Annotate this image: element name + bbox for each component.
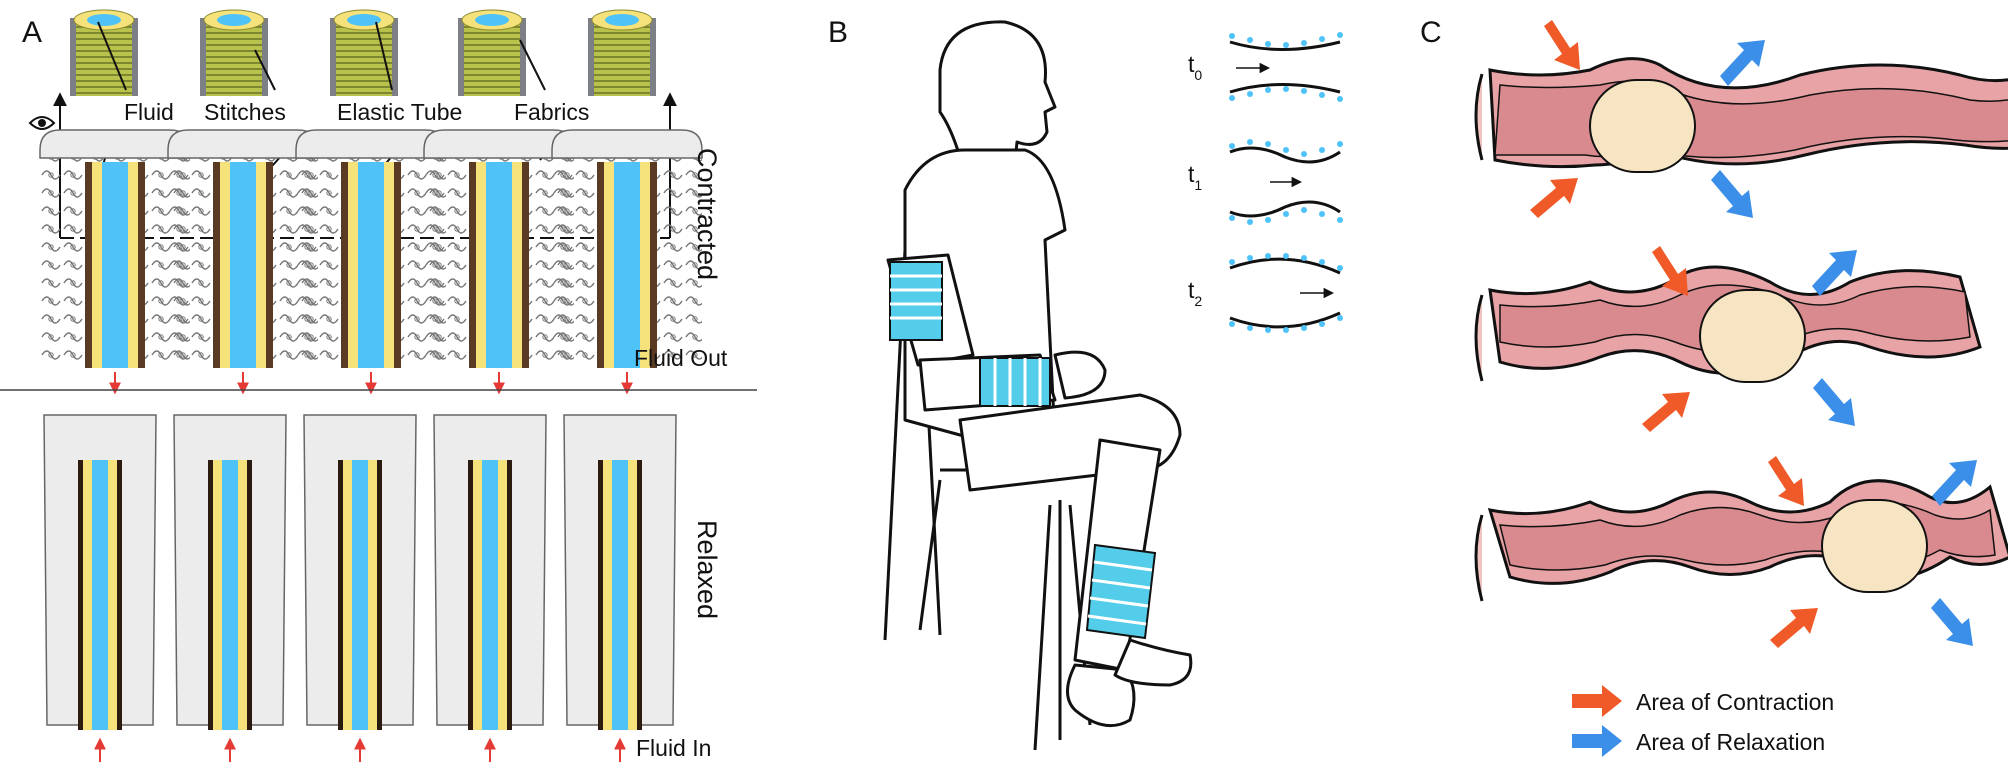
bandage-lower-leg [1085,543,1157,640]
vessel-2-arrows [1642,246,1857,432]
relaxation-arrow [1813,378,1855,426]
contracted-unit [295,129,447,395]
time-subscript: 2 [1194,293,1202,309]
contracted-unit [551,129,703,395]
contraction-arrow [1530,178,1578,218]
label-fluid: Fluid [124,99,174,125]
contracted-unit [167,129,319,395]
panel-b-letter: B [828,16,848,49]
svg-text:t2: t2 [1188,277,1202,309]
label-fluid-in: Fluid In [636,735,711,761]
relaxed-unit [563,414,677,762]
svg-text:t0: t0 [1188,51,1202,83]
label-contracted: Contracted [692,148,722,280]
contraction-arrow [1768,456,1804,506]
time-label: t [1188,161,1195,187]
panel-c: C [1420,16,2008,757]
tube-icon [70,9,138,96]
vessel-1 [1474,57,2008,173]
contraction-arrow [1652,246,1688,296]
vessel-3 [1474,479,2008,602]
legend-swatch [1572,685,1622,717]
label-elastic-tube: Elastic Tube [337,99,462,125]
time-label: t [1188,51,1195,77]
relaxation-arrow [1812,250,1857,296]
hand [1053,350,1107,400]
tube-icon [458,9,526,96]
relaxation-arrow [1932,460,1977,506]
label-fabrics: Fabrics [514,99,589,125]
panel-a-letter: A [22,16,42,49]
time-subscript: 0 [1194,67,1202,83]
relaxed-unit [433,414,547,762]
foot-back [1113,638,1193,687]
legend-item-relaxation: Area of Relaxation [1572,725,1825,757]
contracted-row [39,129,703,395]
time-subscript: 1 [1194,177,1202,193]
label-relaxed: Relaxed [692,520,722,619]
bandage-upper-arm [889,261,943,341]
relaxation-arrow [1931,598,1973,646]
contracted-unit [423,129,575,395]
legend-label: Area of Contraction [1636,689,1834,715]
contraction-arrow [1770,608,1818,648]
foot [1066,663,1136,728]
relaxed-unit [303,414,417,762]
contraction-arrow [1642,392,1690,432]
bolus [1699,289,1806,383]
legend: Area of Contraction Area of Relaxation [1572,685,1834,757]
chair-illustration [883,249,1110,751]
tube-icons-row [70,9,656,96]
legend-label: Area of Relaxation [1636,729,1825,755]
tube-icon [330,9,398,96]
relaxed-unit [43,414,157,762]
panel-b: B [828,16,1343,751]
vessel-3-arrows [1768,456,1977,648]
relaxation-arrow [1711,170,1753,218]
relaxed-row [43,414,677,762]
legend-swatch [1572,725,1622,757]
bandage-forearm [979,357,1051,407]
time-step-2: t2 [1188,253,1343,333]
vessel-2 [1474,265,1982,383]
relaxed-unit [173,414,287,762]
tube-icon [200,9,268,96]
label-fluid-out: Fluid Out [634,345,728,371]
vessel-1-arrows [1530,20,1765,218]
legend-item-contraction: Area of Contraction [1572,685,1834,717]
contracted-unit [39,129,191,395]
time-step-1: t1 [1188,139,1343,225]
label-stitches: Stitches [204,99,286,125]
panel-a: A [0,9,757,762]
eye-icon [28,116,56,130]
panel-c-letter: C [1420,16,1442,49]
bolus [1821,499,1928,593]
svg-text:t1: t1 [1188,161,1202,193]
tube-icon [588,9,656,96]
time-step-0: t0 [1188,32,1343,102]
bolus [1589,79,1696,173]
vessel-opening [1474,294,1484,382]
vessel-opening [1474,514,1484,602]
contraction-arrow [1544,20,1580,70]
relaxation-arrow [1720,40,1765,86]
vessel-opening [1474,73,1484,161]
time-label: t [1188,277,1195,303]
